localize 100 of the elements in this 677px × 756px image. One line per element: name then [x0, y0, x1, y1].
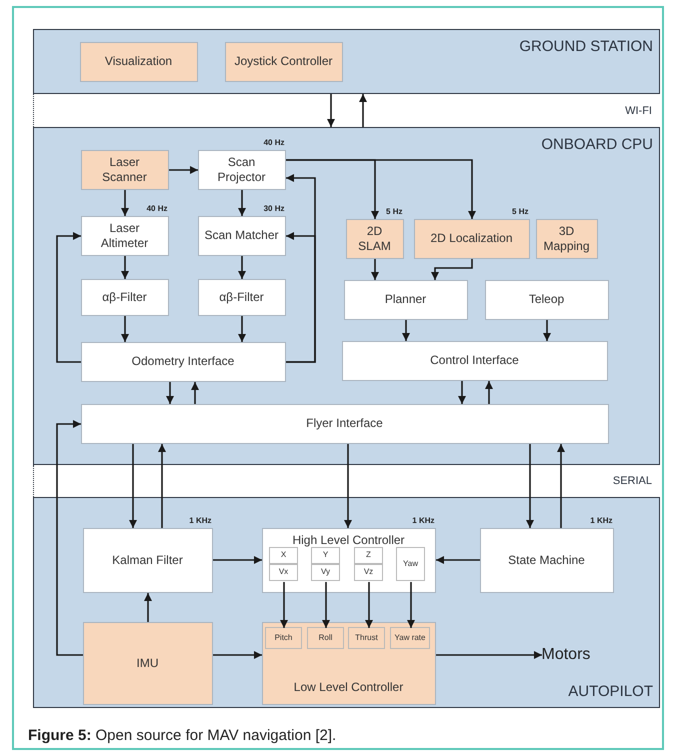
- arrow: [485, 381, 493, 404]
- arrow: [359, 94, 367, 127]
- process-box: [342, 340, 608, 380]
- band-label: WI-FI: [625, 104, 652, 116]
- section-band: [33, 29, 660, 94]
- box-label: 3D Mapping: [542, 224, 591, 253]
- arrow: [526, 444, 534, 528]
- process-box: [80, 150, 168, 190]
- arrow: [129, 444, 137, 528]
- arrow: [169, 166, 198, 174]
- arrow: [213, 556, 262, 564]
- arrow: [121, 316, 129, 342]
- box-label: Z: [366, 551, 371, 560]
- frequency-label: 40 Hz: [146, 204, 168, 212]
- box-label: Control Interface: [429, 353, 520, 368]
- box-label: Visualization: [104, 54, 174, 69]
- arrow: [327, 94, 335, 127]
- section-band: [33, 127, 660, 465]
- arrow: [238, 316, 246, 342]
- box-label: Planner: [384, 292, 428, 307]
- box-label: Kalman Filter: [111, 552, 184, 568]
- frequency-label: 40 Hz: [264, 138, 284, 146]
- process-box: [80, 404, 608, 444]
- variable-cell: [354, 564, 383, 581]
- variable-cell: [311, 564, 340, 581]
- box-label: Scan Projector: [216, 155, 267, 184]
- box-label: Scan Matcher: [203, 228, 280, 243]
- variable-cell: [396, 547, 425, 581]
- process-box: [536, 218, 598, 258]
- frequency-label: 1 KHz: [590, 516, 612, 524]
- box-label: Vz: [364, 568, 374, 577]
- arrow: [56, 420, 83, 656]
- variable-cell: [307, 627, 344, 649]
- box-label: 2D SLAM: [357, 224, 392, 253]
- box-label: High Level Controller: [291, 532, 406, 547]
- box-label: Yaw rate: [394, 634, 426, 642]
- arrow: [436, 556, 480, 564]
- variable-cell: [269, 547, 298, 564]
- arrow: [144, 593, 152, 622]
- variable-cell: [311, 547, 340, 564]
- box-label: Vx: [278, 568, 288, 577]
- frequency-label: 1 KHz: [189, 516, 212, 524]
- process-box: [80, 342, 286, 382]
- box-label: Laser Scanner: [101, 155, 148, 184]
- variable-cell: [390, 627, 430, 649]
- box-label: State Machine: [507, 552, 586, 568]
- frequency-label: 1 KHz: [412, 516, 434, 524]
- variable-cell: [269, 564, 298, 581]
- figure-caption: Figure 5: Open source for MAV navigation [2].: [28, 727, 336, 744]
- controller-box: [262, 622, 436, 704]
- arrow: [213, 651, 262, 659]
- arrow: [121, 190, 129, 216]
- arrow: [286, 232, 316, 363]
- box-label: X: [280, 551, 286, 560]
- variable-cell: [354, 547, 383, 564]
- band-label: SERIAL: [612, 475, 652, 487]
- arrow: [238, 256, 246, 279]
- process-box: [344, 280, 468, 320]
- box-label: αβ-Filter: [218, 290, 265, 304]
- box-label: 2D Localization: [429, 231, 514, 246]
- arrow: [121, 256, 129, 279]
- arrow: [56, 232, 81, 363]
- output-label: Motors: [542, 646, 590, 662]
- arrow: [344, 444, 352, 528]
- arrow: [322, 582, 330, 628]
- variable-cell: [348, 627, 385, 649]
- process-box: [82, 622, 212, 704]
- box-label: Y: [322, 551, 328, 560]
- process-box: [224, 42, 342, 82]
- box-label: Roll: [318, 634, 332, 642]
- frequency-label: 5 Hz: [512, 206, 528, 216]
- arrow: [557, 444, 565, 528]
- box-label: αβ-Filter: [101, 290, 148, 304]
- band-heading: AUTOPILOT: [568, 683, 653, 701]
- box-label: Teleop: [528, 292, 566, 307]
- frequency-label: 5 Hz: [386, 206, 402, 216]
- frequency-label: 30 Hz: [264, 204, 284, 212]
- box-label: Flyer Interface: [305, 416, 384, 431]
- box-label: Joystick Controller: [233, 54, 334, 69]
- process-box: [80, 42, 198, 82]
- arrow: [158, 444, 166, 528]
- arrow: [431, 259, 473, 280]
- arrow: [280, 582, 288, 628]
- box-label: Thrust: [355, 634, 378, 642]
- band-heading: GROUND STATION: [519, 38, 653, 56]
- arrow: [402, 320, 410, 341]
- arrow: [286, 159, 476, 219]
- process-box: [80, 278, 168, 316]
- arrow: [371, 259, 379, 280]
- box-label: Laser Altimeter: [100, 221, 150, 250]
- arrow: [166, 382, 174, 404]
- process-box: [484, 280, 608, 320]
- arrow: [238, 190, 246, 216]
- arrow: [407, 582, 415, 628]
- box-label: Low Level Controller: [292, 680, 404, 694]
- box-label: Vy: [320, 568, 330, 577]
- box-label: Yaw: [403, 560, 418, 568]
- variable-cell: [265, 627, 302, 649]
- band-heading: ONBOARD CPU: [541, 136, 653, 154]
- arrow: [436, 651, 542, 659]
